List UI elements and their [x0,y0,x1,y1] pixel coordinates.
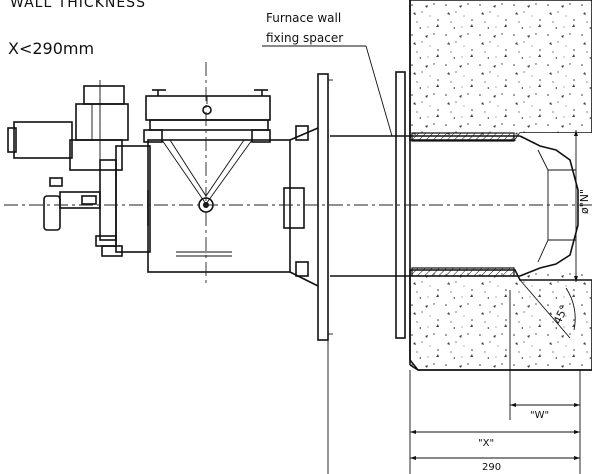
callout-line-1: Furnace wall [266,11,341,25]
dimension-w-label: "W" [530,410,549,421]
dimension-lines [327,130,581,474]
dimension-n-label: ø"N" [578,189,591,214]
burner-neck [283,125,319,287]
dimension-x-label: "X" [478,438,494,449]
dimension-290-label: 290 [482,462,501,473]
title-line-1: WALL THICKNESS [10,0,146,11]
callout-line-2: fixing spacer [266,31,343,45]
callout-leader [262,45,393,137]
center-lines [4,62,592,285]
mounting-flange [317,73,333,341]
title-line-2: X<290mm [8,39,94,58]
refractory-sleeve [411,132,515,277]
side-fitting [43,177,101,231]
blast-tube [330,135,579,277]
furnace-wall [409,0,592,371]
rear-housing [7,85,151,257]
burner-body [147,139,291,273]
top-manifold [143,89,271,143]
